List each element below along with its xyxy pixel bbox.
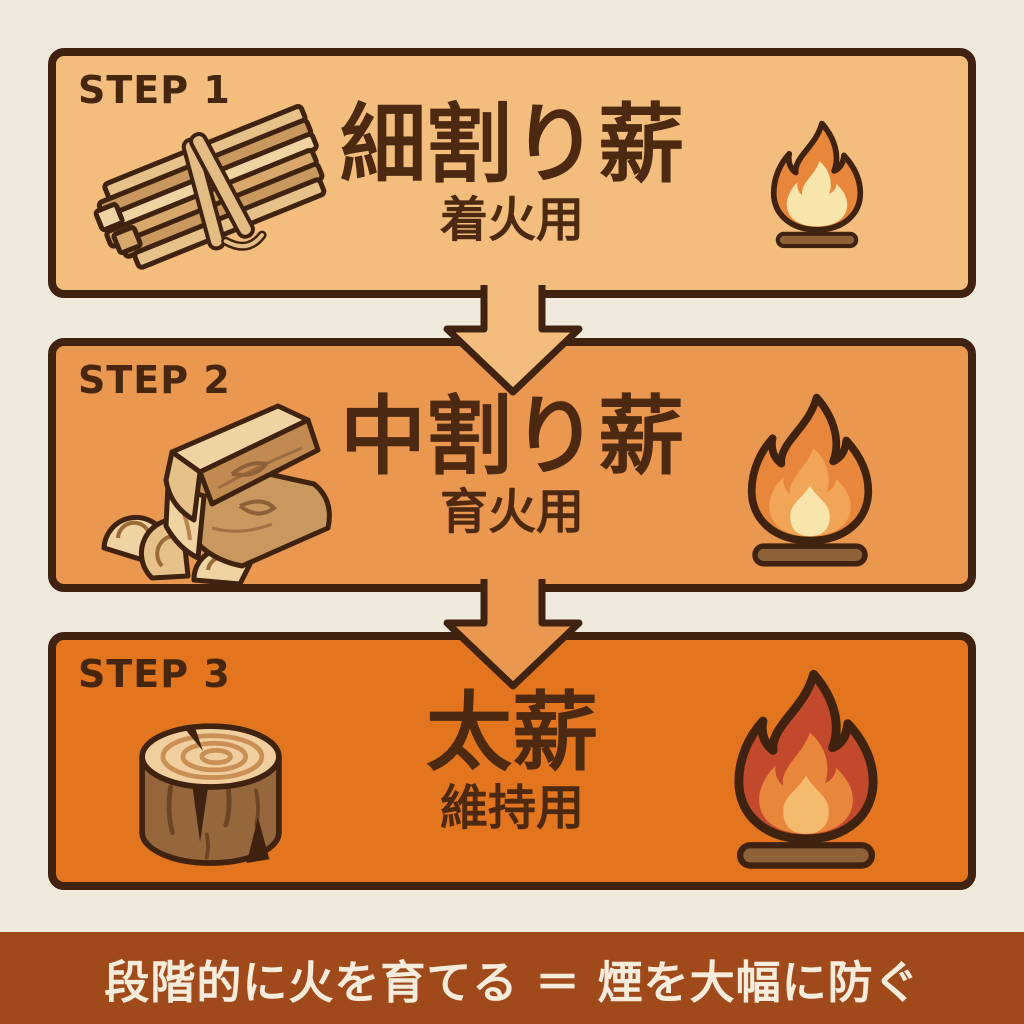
footer-banner: 段階的に火を育てる ＝ 煙を大幅に防ぐ <box>0 932 1024 1024</box>
flame-inner-shape <box>786 161 848 227</box>
small-flame-icon <box>770 120 864 249</box>
down-arrow-1-icon <box>443 285 583 396</box>
medium-flame-icon <box>747 393 873 567</box>
step-2-titles: 中割り薪 育火用 <box>56 346 968 584</box>
flame-inner-shape <box>790 485 830 537</box>
thick-log-icon <box>139 723 282 866</box>
step-1-label: STEP 1 <box>78 68 231 112</box>
step-2-subtitle: 育火用 <box>439 484 584 540</box>
flame-base-log <box>775 231 859 249</box>
step-3-subtitle: 維持用 <box>439 780 584 836</box>
down-arrow-2-icon <box>443 579 583 690</box>
kindling-bundle-icon <box>93 104 327 270</box>
step-3-title: 太薪 <box>426 683 598 783</box>
step-1-subtitle: 着火用 <box>439 192 584 248</box>
step-3-titles: 太薪 維持用 <box>56 640 968 882</box>
flame-base-log <box>752 543 868 567</box>
step-2-label: STEP 2 <box>78 358 231 402</box>
step-2-title: 中割り薪 <box>340 387 684 487</box>
step-1-titles: 細割り薪 着火用 <box>56 56 968 290</box>
step-3-label: STEP 3 <box>78 652 231 696</box>
footer-text: 段階的に火を育てる ＝ 煙を大幅に防ぐ <box>104 955 920 1009</box>
large-flame-icon <box>734 669 878 869</box>
step-1-title: 細割り薪 <box>340 95 684 195</box>
flame-inner-shape <box>783 775 829 834</box>
step-1-panel: STEP 1 細割り薪 着火用 <box>48 48 976 298</box>
step-3-panel: STEP 3 太薪 維持用 <box>48 632 976 890</box>
flame-base-log <box>736 842 876 869</box>
split-log-stack-icon <box>101 403 332 587</box>
